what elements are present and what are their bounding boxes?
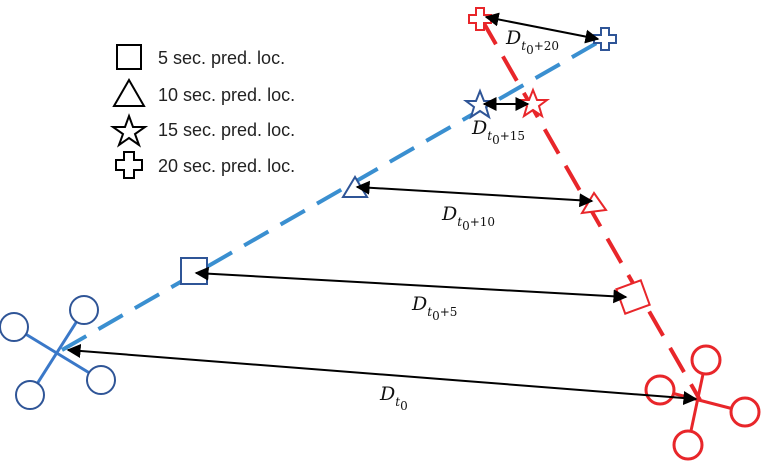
legend-triangle-icon — [112, 77, 146, 107]
distance-label-t0-10: Dt0+10 — [441, 203, 495, 233]
blue-5sec-square-marker — [180, 257, 208, 285]
blue-trajectory-line — [61, 38, 603, 352]
legend: 5 sec. pred. loc. 10 sec. pred. loc. 15 … — [109, 44, 295, 179]
distance-arrow-t0-20 — [484, 12, 600, 44]
red-drone-icon — [644, 344, 761, 461]
legend-label-5sec: 5 sec. pred. loc. — [158, 48, 285, 68]
legend-cross-icon — [115, 151, 143, 179]
distance-label-t0-15: Dt0+15 — [471, 117, 525, 147]
legend-label-10sec: 10 sec. pred. loc. — [158, 85, 295, 105]
distance-label-t0-5: Dt0+5 — [411, 293, 457, 323]
distance-arrow-t0 — [66, 344, 698, 405]
legend-label-15sec: 15 sec. pred. loc. — [158, 120, 295, 140]
legend-star-icon — [109, 113, 149, 148]
distance-label-t0: Dt0 — [379, 383, 408, 413]
distance-arrow-t0-10 — [355, 180, 594, 208]
distance-label-t0-20: Dt0+20 — [505, 27, 559, 57]
distance-arrow-t0-5 — [194, 266, 628, 304]
legend-label-20sec: 20 sec. pred. loc. — [158, 156, 295, 176]
red-20sec-cross-marker — [468, 7, 492, 31]
legend-square-icon — [116, 44, 142, 70]
